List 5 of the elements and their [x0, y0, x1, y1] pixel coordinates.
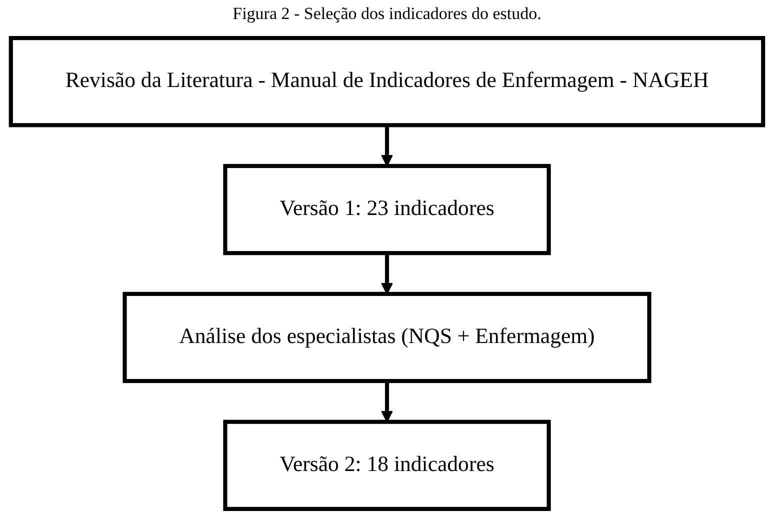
node-box: Versão 2: 18 indicadores: [223, 420, 551, 511]
node-box: Revisão da Literatura - Manual de Indicadores de Enfermagem - NAGEH: [8, 36, 766, 128]
node-box: Versão 1: 23 indicadores: [223, 164, 551, 256]
node-box: Análise dos especialistas (NQS + Enfermagem): [122, 292, 652, 384]
figure-title: Figura 2 - Seleção dos indicadores do estudo.: [232, 4, 542, 24]
